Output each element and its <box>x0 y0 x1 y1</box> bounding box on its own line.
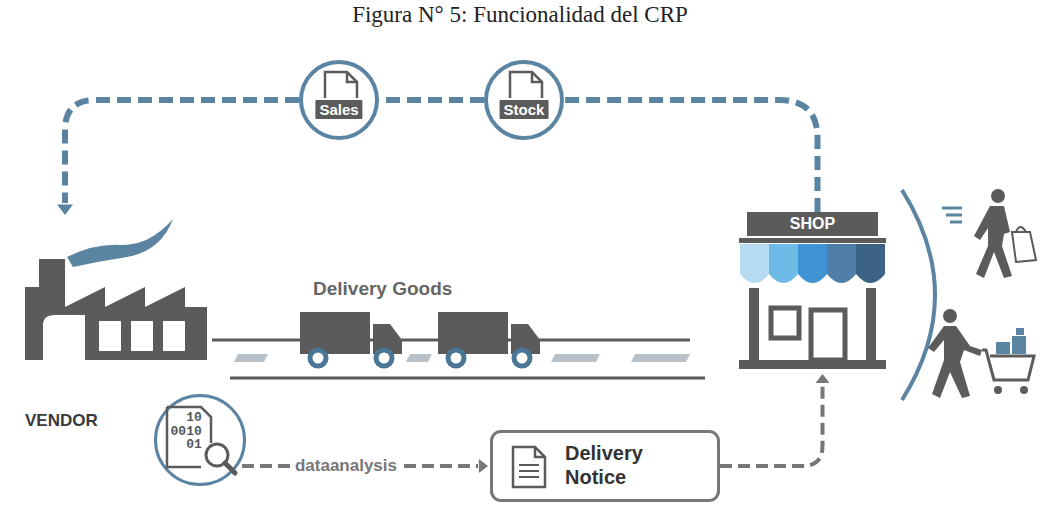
arrow-head <box>816 374 830 383</box>
connector <box>57 100 299 215</box>
connector <box>564 100 818 212</box>
node-text: Stock <box>498 98 551 121</box>
diagram-title: Figura N° 5: Funcionalidad del CRP <box>0 2 1040 28</box>
dashed-connector <box>379 97 484 103</box>
connector <box>720 374 830 466</box>
dashed-connector <box>720 386 823 466</box>
factory-icon <box>15 215 215 365</box>
road-label: Delivery Goods <box>313 278 452 300</box>
edge-label: dataanalysis <box>290 456 402 476</box>
node-text: SHOP <box>747 212 878 236</box>
arrow-head <box>57 205 73 215</box>
connector <box>379 100 484 101</box>
document-icon <box>505 443 553 491</box>
notice-node: Delivery Notice <box>490 430 720 502</box>
node-text: Delivery Notice <box>565 441 675 489</box>
shop-node: SHOP <box>735 212 890 372</box>
magnifier-node: 10 0010 01 <box>154 394 246 486</box>
node-text: 10 0010 01 <box>169 411 202 452</box>
shop-icon <box>735 212 890 372</box>
node-text: Sales <box>313 98 364 121</box>
arrow-head <box>479 459 488 473</box>
circle-node: Stock <box>484 60 564 140</box>
circle-node: Sales <box>299 60 379 140</box>
truck <box>438 312 540 366</box>
dashed-connector <box>65 100 299 203</box>
node-text: VENDOR <box>25 411 98 431</box>
dashed-connector <box>564 100 818 212</box>
customers <box>902 189 1036 400</box>
truck <box>300 312 402 366</box>
